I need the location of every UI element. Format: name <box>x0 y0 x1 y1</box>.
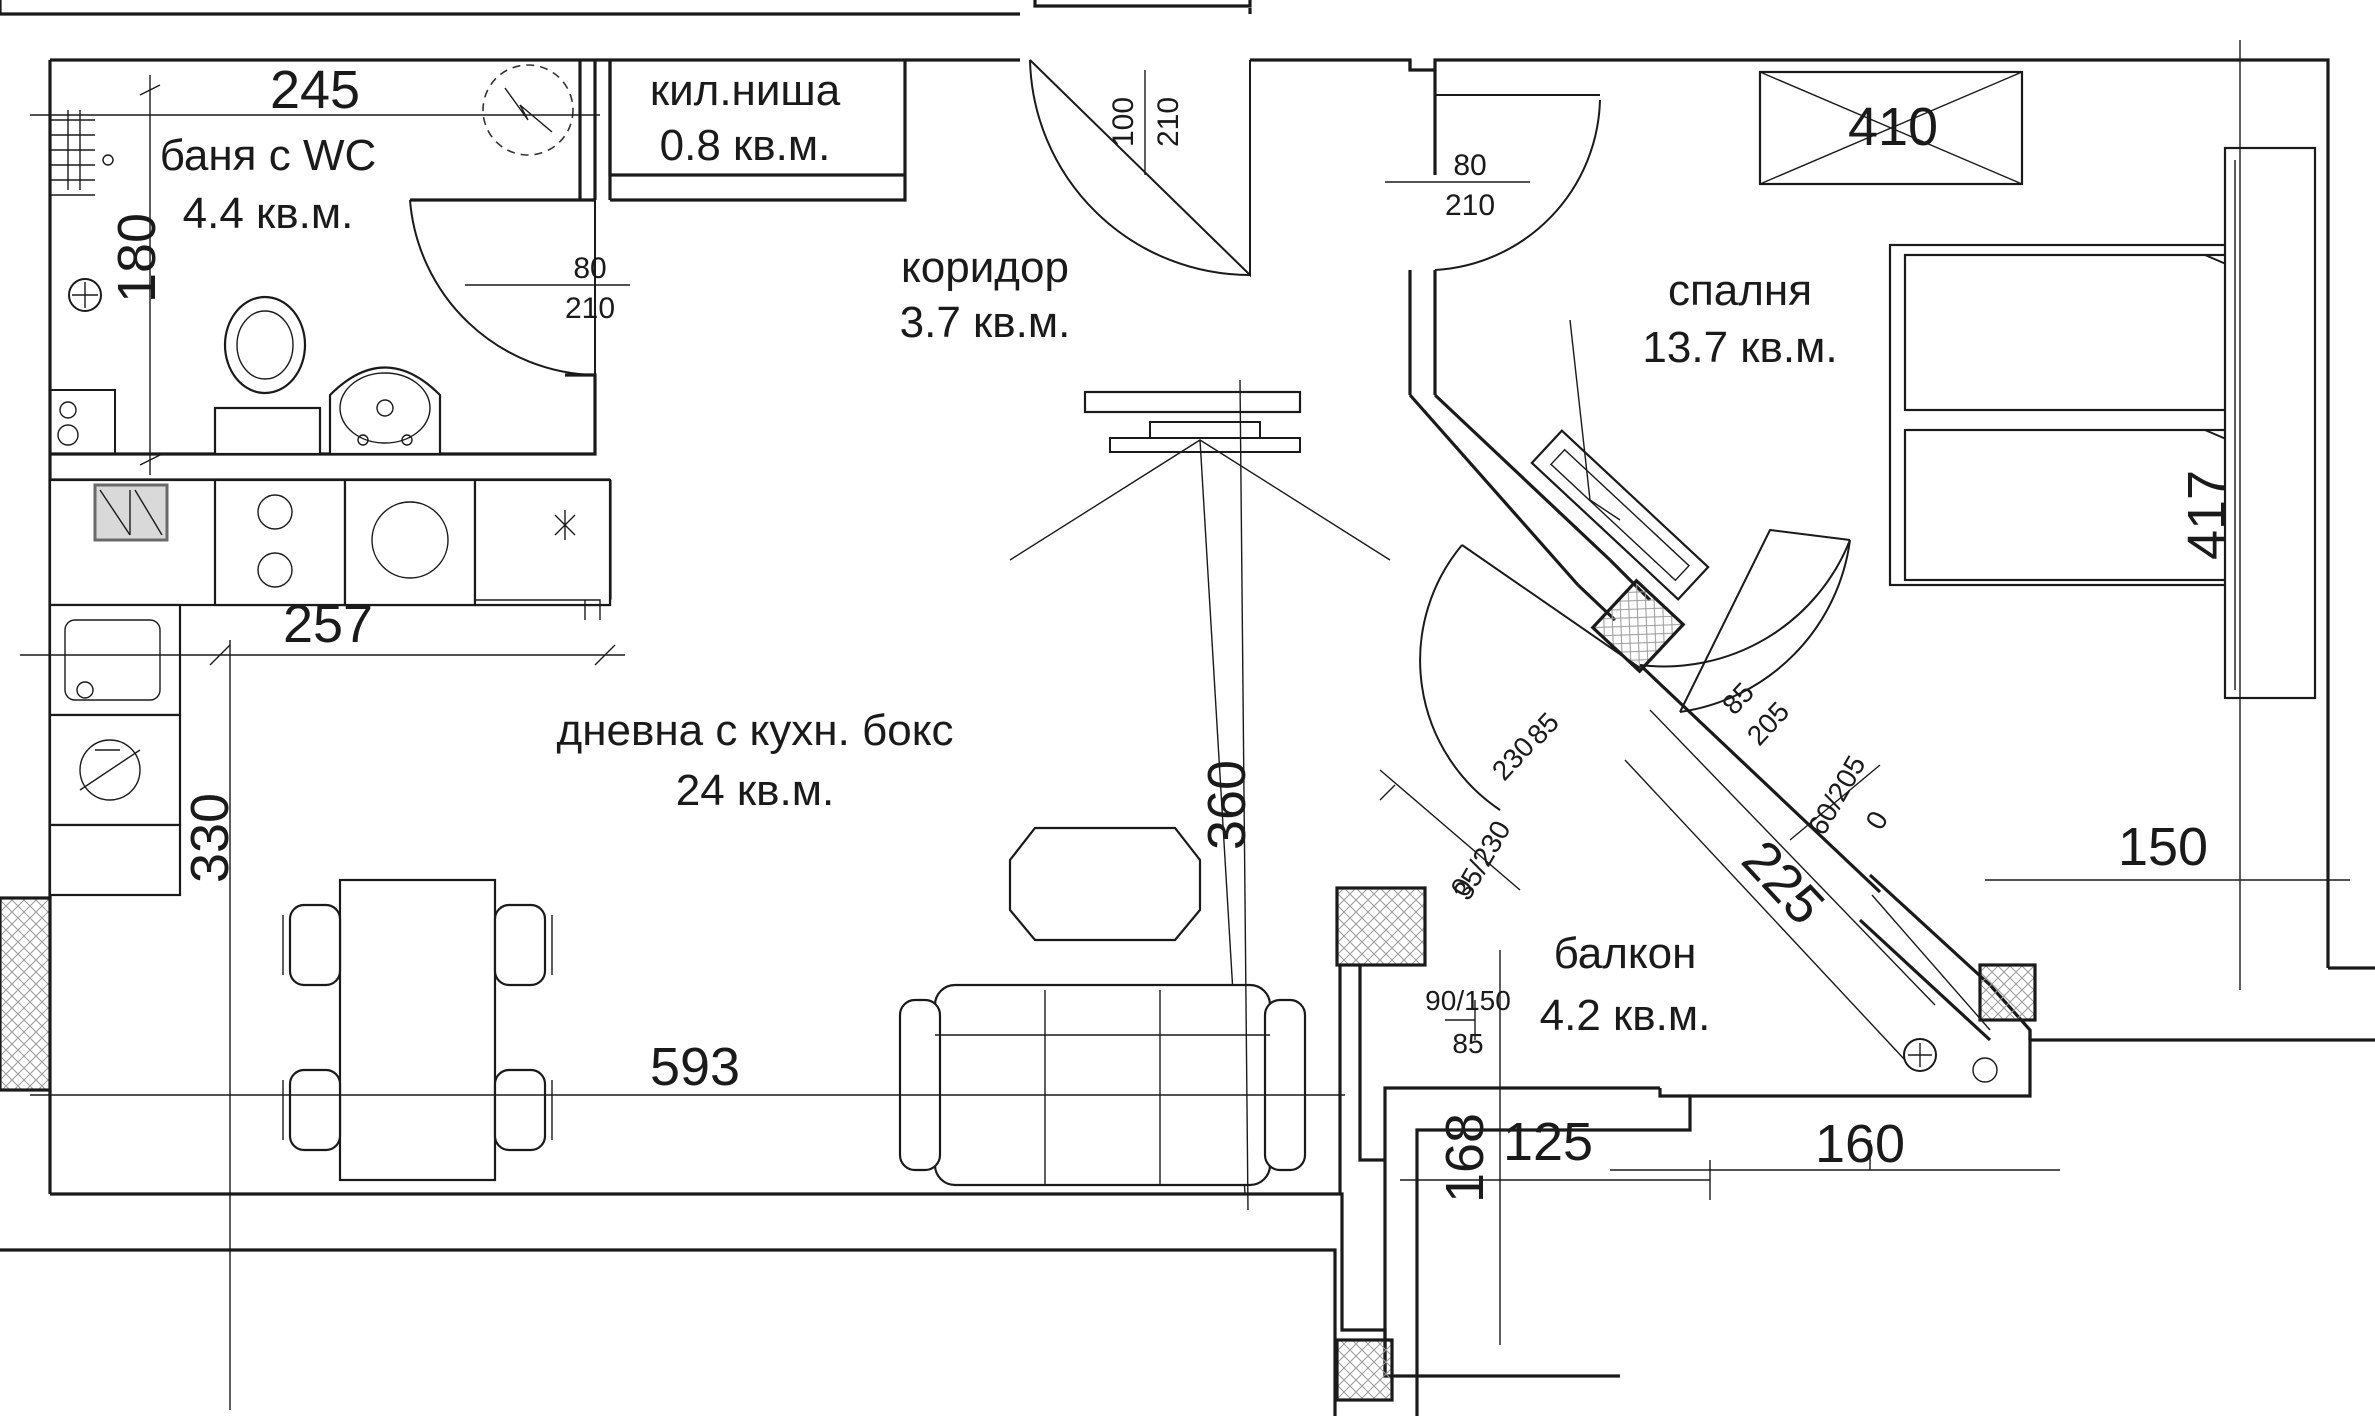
dim-kitchen-width: 257 <box>283 594 373 654</box>
dim-bedroom-height: 417 <box>2177 470 2237 560</box>
dimension-labels: 245 180 410 417 257 330 360 593 225 150 … <box>107 60 2237 1203</box>
bedroom-name: спалня <box>1668 266 1812 315</box>
bathroom-door-height: 210 <box>565 292 615 325</box>
dim-bedroom-bottom: 150 <box>2118 817 2208 877</box>
dim-balcony-inner: 125 <box>1503 1112 1593 1172</box>
living-name: дневна с кухн. бокс <box>557 706 954 755</box>
window-bedroom-sill: 0 <box>1859 806 1894 835</box>
bedroom-door-height: 210 <box>1445 189 1495 222</box>
living-area: 24 кв.м. <box>676 766 835 815</box>
dim-bath-width: 245 <box>270 60 360 120</box>
bedroom-door-width: 80 <box>1453 149 1486 182</box>
niche-name: кил.ниша <box>650 66 841 115</box>
bathroom-area: 4.4 кв.м. <box>183 189 354 238</box>
dim-wardrobe: 410 <box>1848 97 1938 157</box>
window-balcony-sill: 85 <box>1452 1028 1483 1059</box>
entrance-door-width: 100 <box>1107 97 1140 147</box>
dim-living-height: 360 <box>1197 760 1257 850</box>
dim-kitchen-height: 330 <box>180 793 240 883</box>
balcony-name: балкон <box>1554 929 1697 978</box>
dimension-lines <box>20 40 2350 1410</box>
bathroom-name: баня с WC <box>160 131 377 180</box>
doors <box>409 59 1851 811</box>
balcony-area: 4.2 кв.м. <box>1540 991 1711 1040</box>
room-labels: баня с WC 4.4 кв.м. кил.ниша 0.8 кв.м. к… <box>160 66 1838 1040</box>
niche-area: 0.8 кв.м. <box>660 121 831 170</box>
balcony-bedroom-door-width: 85 <box>1716 677 1760 721</box>
window-bedroom-size: 60/205 <box>1802 750 1872 840</box>
entrance-door-height: 210 <box>1152 97 1185 147</box>
bathroom-door-width: 80 <box>573 252 606 285</box>
dim-bath-height: 180 <box>107 213 167 303</box>
bedroom-area: 13.7 кв.м. <box>1642 323 1837 372</box>
dim-balcony-diagonal: 225 <box>1730 829 1835 936</box>
corridor-name: коридор <box>901 243 1069 292</box>
dim-living-width: 593 <box>650 1037 740 1097</box>
dim-balcony-height: 168 <box>1435 1113 1495 1203</box>
dim-balcony-width: 160 <box>1815 1114 1905 1174</box>
window-balcony-size: 90/150 <box>1425 985 1511 1016</box>
corridor-area: 3.7 кв.м. <box>900 298 1071 347</box>
columns <box>1335 578 2037 1402</box>
